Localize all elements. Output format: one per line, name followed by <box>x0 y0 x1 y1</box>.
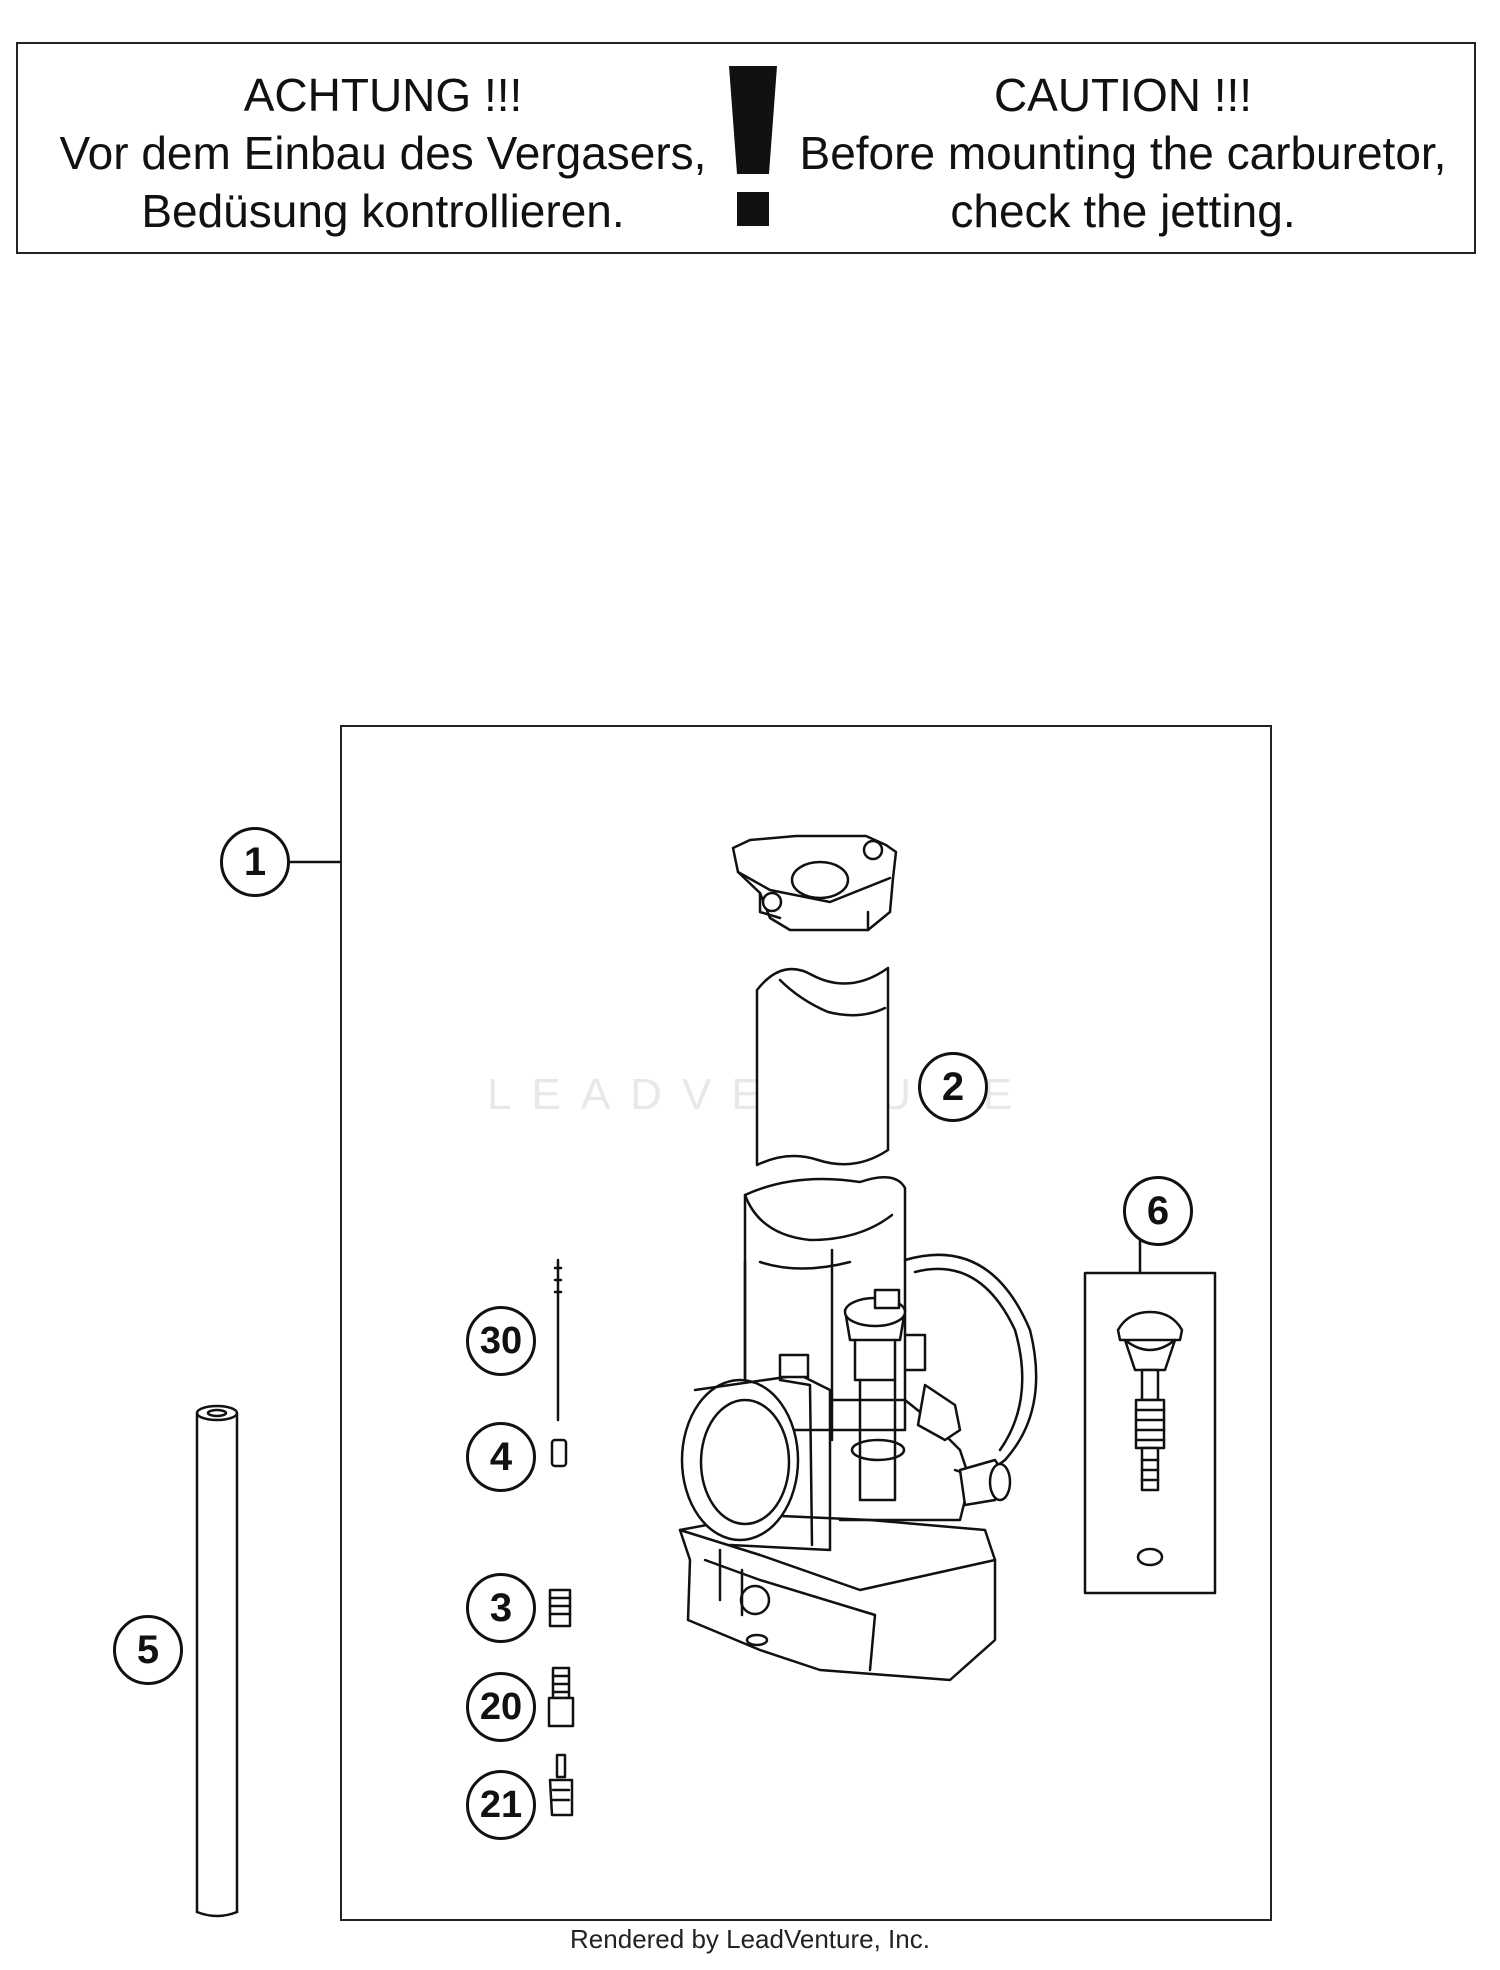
callout-4: 4 <box>466 1422 536 1492</box>
caution-german: ACHTUNG !!! Vor dem Einbau des Vergasers… <box>38 66 728 240</box>
callout-6: 6 <box>1123 1176 1193 1246</box>
caution-english-line2: check the jetting. <box>950 185 1296 237</box>
carburetor-assembly-frame <box>340 725 1272 1921</box>
exclamation-icon <box>729 66 777 226</box>
choke-plunger-part <box>1116 1310 1184 1567</box>
throttle-slide-part <box>755 966 890 1167</box>
caution-notice: ACHTUNG !!! Vor dem Einbau des Vergasers… <box>16 42 1476 254</box>
caution-german-line2: Bedüsung kontrollieren. <box>141 185 625 237</box>
needle-clip-part <box>550 1438 568 1468</box>
callout-3: 3 <box>466 1573 536 1643</box>
main-jet-part <box>548 1588 572 1628</box>
caution-english-line1: Before mounting the carburetor, <box>799 127 1447 179</box>
caution-english: CAUTION !!! Before mounting the carburet… <box>773 66 1473 240</box>
callout-5: 5 <box>113 1615 183 1685</box>
vent-hose-part <box>195 1404 239 1918</box>
callout-1: 1 <box>220 827 290 897</box>
carburetor-cap-part <box>731 834 898 932</box>
credit-line: Rendered by LeadVenture, Inc. <box>570 1924 930 1954</box>
callout-20: 20 <box>466 1672 536 1742</box>
caution-german-title: ACHTUNG !!! <box>243 69 523 121</box>
callout-2: 2 <box>918 1052 988 1122</box>
callout-21: 21 <box>466 1770 536 1840</box>
caution-german-line1: Vor dem Einbau des Vergasers, <box>59 127 707 179</box>
needle-jet-part <box>548 1753 574 1817</box>
carburetor-body-part <box>678 1175 1038 1682</box>
pilot-jet-part <box>547 1666 575 1728</box>
callout-30: 30 <box>466 1306 536 1376</box>
jet-needle-part <box>553 1258 563 1422</box>
caution-english-title: CAUTION !!! <box>993 69 1253 121</box>
choke-kit-box <box>1083 1271 1217 1595</box>
